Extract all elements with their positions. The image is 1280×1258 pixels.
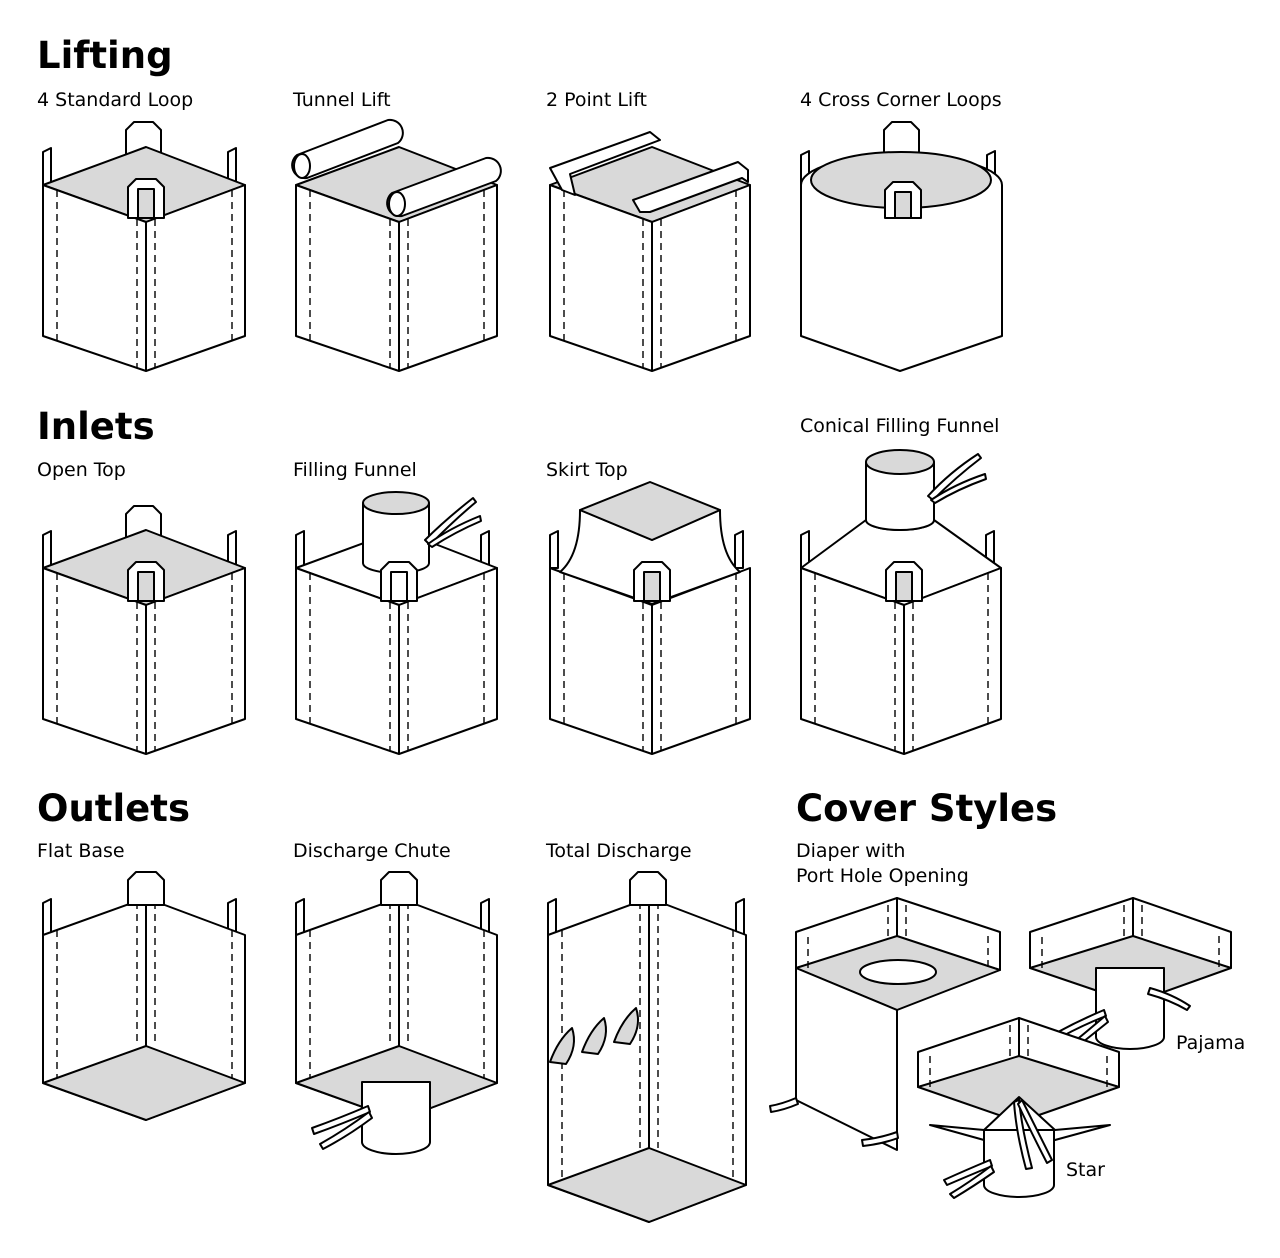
bag-open-top bbox=[42, 505, 246, 755]
cover-star bbox=[917, 1017, 1120, 1199]
heading-outlets: Outlets bbox=[37, 787, 190, 830]
bag-2-point-lift bbox=[549, 131, 751, 372]
label-open-top: Open Top bbox=[37, 459, 126, 481]
cover-diaper-port-hole bbox=[769, 897, 1001, 1151]
label-4-cross-corner-loops: 4 Cross Corner Loops bbox=[800, 89, 1002, 111]
label-diaper-line1: Diaper with bbox=[796, 840, 906, 862]
label-skirt-top: Skirt Top bbox=[546, 459, 628, 481]
label-pajama: Pajama bbox=[1176, 1032, 1246, 1054]
bag-discharge-chute bbox=[295, 871, 498, 1155]
heading-cover-styles: Cover Styles bbox=[796, 787, 1058, 830]
bag-tunnel-lift bbox=[291, 118, 502, 372]
label-2-point-lift: 2 Point Lift bbox=[546, 89, 648, 111]
bag-conical-filling-funnel bbox=[800, 449, 1002, 755]
bag-skirt-top bbox=[549, 481, 751, 755]
label-discharge-chute: Discharge Chute bbox=[293, 840, 451, 862]
bag-4-cross-corner-loops bbox=[800, 121, 1003, 372]
label-filling-funnel: Filling Funnel bbox=[293, 459, 417, 481]
label-total-discharge: Total Discharge bbox=[546, 840, 692, 862]
label-tunnel-lift: Tunnel Lift bbox=[293, 89, 391, 111]
label-diaper-line2: Port Hole Opening bbox=[796, 865, 969, 887]
label-4-standard-loop: 4 Standard Loop bbox=[37, 89, 194, 111]
bag-total-discharge bbox=[547, 871, 747, 1223]
bag-4-standard-loop bbox=[42, 121, 246, 372]
bag-flat-base bbox=[42, 871, 246, 1121]
label-flat-base: Flat Base bbox=[37, 840, 125, 862]
cover-pajama bbox=[1029, 897, 1232, 1055]
label-star: Star bbox=[1066, 1159, 1105, 1181]
label-conical-filling-funnel: Conical Filling Funnel bbox=[800, 415, 1000, 437]
heading-lifting: Lifting bbox=[37, 34, 173, 77]
bag-filling-funnel bbox=[295, 491, 498, 755]
heading-inlets: Inlets bbox=[37, 405, 155, 448]
